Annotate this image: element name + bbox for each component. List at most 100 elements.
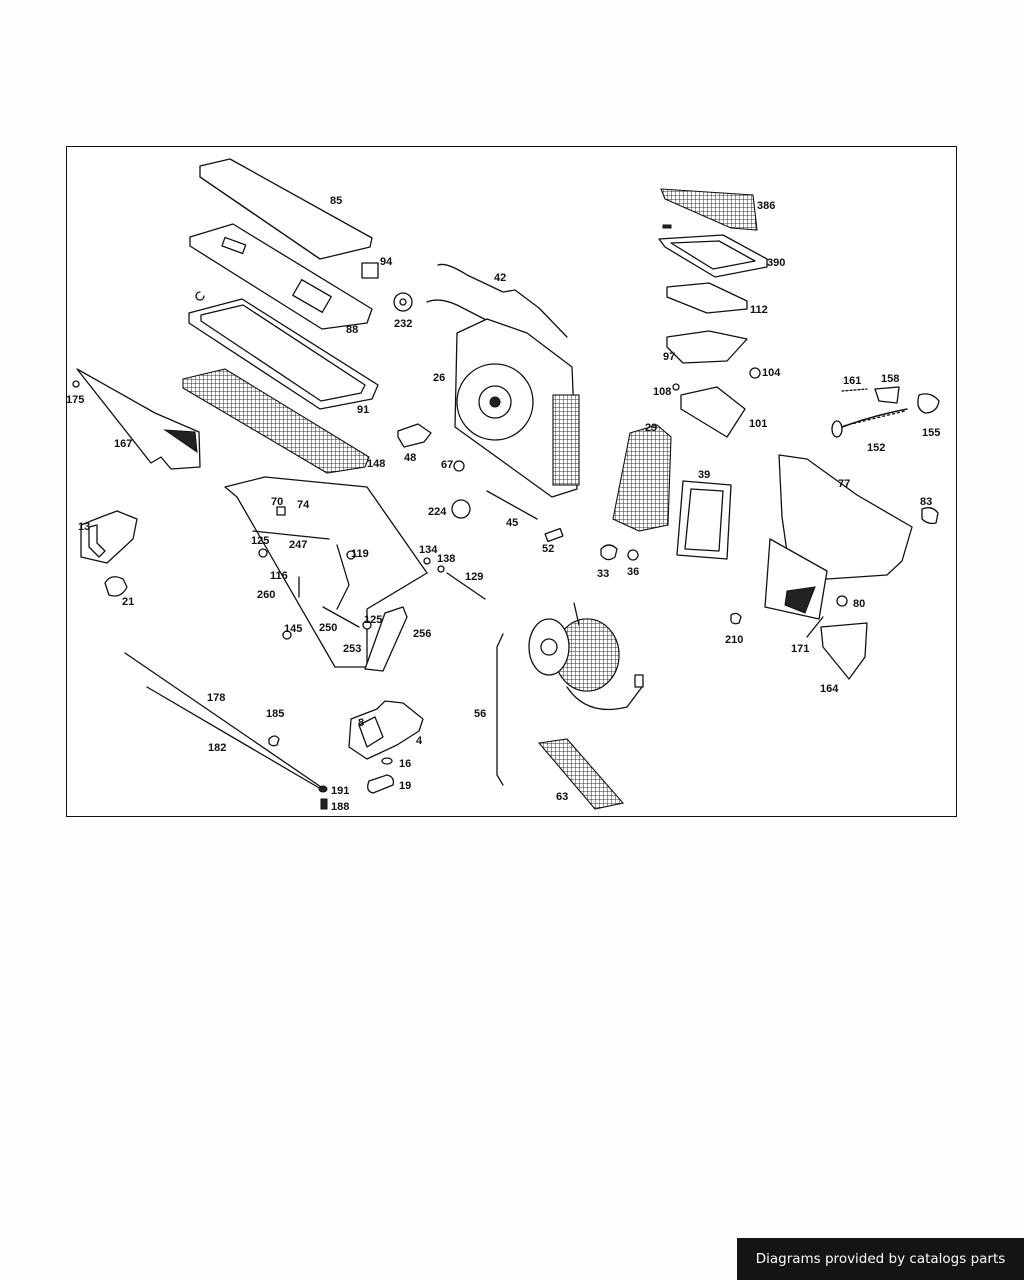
callout-224: 224 [428, 506, 447, 518]
callout-116: 116 [270, 570, 288, 582]
callout-171: 171 [791, 643, 809, 655]
callout-175: 175 [67, 394, 84, 406]
callout-125b: 125 [364, 614, 382, 626]
callout-77: 77 [838, 478, 850, 490]
callout-67: 67 [441, 459, 453, 471]
callout-185: 185 [266, 708, 284, 720]
part-frame-39 [676, 480, 732, 560]
part-cap-224 [451, 499, 471, 519]
callout-80: 80 [853, 598, 865, 610]
part-lever-21 [104, 576, 128, 597]
part-sleeve-52 [544, 527, 564, 543]
callout-88: 88 [346, 324, 358, 336]
credit-text: Diagrams provided by catalogs parts [755, 1251, 1006, 1267]
part-clip-210 [730, 612, 742, 625]
callout-134: 134 [419, 544, 438, 556]
callout-155: 155 [922, 427, 940, 439]
callout-42: 42 [494, 272, 506, 284]
callout-152: 152 [867, 442, 885, 454]
callout-256: 256 [413, 628, 431, 640]
callout-390: 390 [767, 257, 785, 269]
part-lid-97 [666, 330, 748, 364]
part-bracket-48 [397, 423, 432, 448]
part-blower-56 [496, 602, 644, 786]
part-clip-83 [921, 507, 939, 525]
callout-250: 250 [319, 622, 337, 634]
callout-8: 8 [358, 717, 364, 729]
part-cover-85 [199, 158, 373, 260]
callout-52: 52 [542, 543, 554, 555]
part-screw-129 [423, 557, 486, 600]
part-nut-191 [318, 785, 328, 793]
callout-138: 138 [437, 553, 455, 565]
part-ring-36 [627, 549, 639, 561]
callout-386: 386 [757, 200, 775, 212]
callout-48: 48 [404, 452, 416, 464]
callout-16: 16 [399, 758, 411, 770]
part-rod-182 [146, 686, 322, 790]
part-panel-88 [189, 223, 373, 330]
callout-119: 119 [351, 548, 369, 560]
callout-39: 39 [698, 469, 710, 481]
callout-253: 253 [343, 643, 361, 655]
callout-13: 13 [78, 521, 90, 533]
part-seal-256 [364, 606, 408, 672]
part-seal-112 [666, 282, 748, 314]
part-knob-80 [836, 595, 848, 607]
callout-158: 158 [881, 373, 899, 385]
callout-29: 29 [645, 422, 657, 434]
part-housing-26 [454, 318, 580, 498]
part-pin-171 [806, 616, 824, 638]
callout-labels: 85 94 88 232 91 148 175 167 48 67 42 26 … [67, 195, 940, 813]
callout-247: 247 [289, 539, 307, 551]
callout-178: 178 [207, 692, 225, 704]
part-rod-45 [486, 490, 538, 520]
part-nut-185 [268, 735, 280, 747]
callout-145: 145 [284, 623, 302, 635]
part-cap-232 [393, 292, 413, 312]
callout-56: 56 [474, 708, 486, 720]
part-flap-13 [80, 510, 138, 564]
callout-129: 129 [465, 571, 483, 583]
part-plate-101 [672, 383, 746, 438]
callout-104: 104 [762, 367, 781, 379]
callout-188: 188 [331, 801, 349, 813]
credit-banner: Diagrams provided by catalogs parts [737, 1238, 1024, 1280]
part-grille-386 [660, 188, 758, 231]
part-clip-94 [361, 262, 379, 279]
callout-91: 91 [357, 404, 369, 416]
part-bolt-188 [320, 798, 328, 810]
part-nut-104 [749, 367, 761, 379]
callout-125a: 125 [251, 535, 269, 547]
diagram-canvas: 85 94 88 232 91 148 175 167 48 67 42 26 … [67, 158, 940, 813]
part-hose-152 [831, 386, 940, 438]
callout-260: 260 [257, 589, 275, 601]
part-rod-178 [124, 652, 322, 788]
callout-45: 45 [506, 517, 518, 529]
part-duct-164 [820, 622, 868, 680]
callout-164: 164 [820, 683, 839, 695]
part-valve-33 [600, 544, 618, 561]
callout-101: 101 [749, 418, 767, 430]
part-duct-77 [764, 454, 913, 620]
callout-70: 70 [271, 496, 283, 508]
callout-191: 191 [331, 785, 349, 797]
callout-112: 112 [750, 304, 768, 316]
callout-210: 210 [725, 634, 743, 646]
callout-167: 167 [114, 438, 132, 450]
callout-232: 232 [394, 318, 412, 330]
callout-108: 108 [653, 386, 671, 398]
part-frame-91 [188, 291, 379, 410]
callout-21: 21 [122, 596, 134, 608]
callout-182: 182 [208, 742, 226, 754]
part-washer-16 [381, 757, 393, 765]
callout-63: 63 [556, 791, 568, 803]
callout-33: 33 [597, 568, 609, 580]
part-duct-167 [72, 368, 201, 470]
part-heater-core-29 [612, 424, 672, 532]
part-filter-63 [537, 738, 625, 810]
part-flap-8 [348, 700, 424, 760]
part-lever-19 [367, 774, 395, 794]
callout-26: 26 [433, 372, 445, 384]
part-housing-left [224, 476, 428, 668]
